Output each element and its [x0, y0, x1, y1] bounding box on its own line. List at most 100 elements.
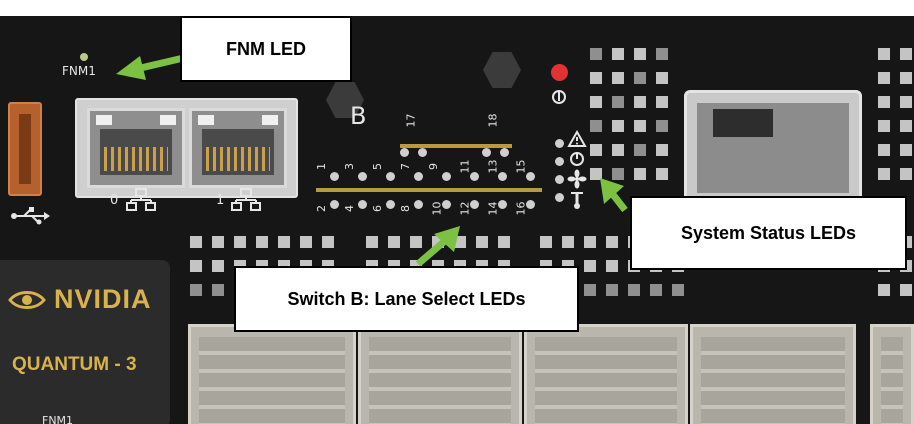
led-pad: [634, 120, 646, 132]
led-pad: [562, 236, 574, 248]
fnm-led: [80, 53, 88, 61]
lane-led: [414, 172, 423, 181]
led-pad: [634, 144, 646, 156]
qsfp-cage: [358, 324, 522, 424]
led-pad: [656, 96, 668, 108]
lane-led: [330, 172, 339, 181]
lane-led: [442, 172, 451, 181]
lane-led: [526, 200, 535, 209]
nvidia-logo-tile: NVIDIA QUANTUM - 3: [0, 260, 170, 424]
network-icon: [231, 188, 261, 211]
led-pad: [606, 236, 618, 248]
led-pad: [606, 284, 618, 296]
led-pad: [634, 168, 646, 180]
lane-led: [386, 200, 395, 209]
led-pad: [672, 284, 684, 296]
lane-led: [498, 200, 507, 209]
qsfp-cage: [870, 324, 914, 424]
led-pad: [612, 48, 624, 60]
callout-fnm-led: FNM LED: [180, 16, 352, 82]
led-pad: [388, 236, 400, 248]
lane-led: [470, 200, 479, 209]
led-pad: [410, 236, 422, 248]
lane-led: [330, 200, 339, 209]
standoff: [326, 82, 364, 118]
switch-letter: B: [350, 102, 367, 130]
thermometer-icon: [571, 192, 583, 209]
led-pad: [212, 236, 224, 248]
status-led: [555, 175, 564, 184]
lane-led: [442, 200, 451, 209]
usb-icon: [11, 207, 50, 225]
led-pad: [612, 120, 624, 132]
led-pad: [498, 236, 510, 248]
status-led: [555, 157, 564, 166]
qsfp-cage: [188, 324, 356, 424]
mgmt-port-1: [189, 108, 287, 188]
lane-led: [400, 148, 409, 157]
gold-trace: [400, 144, 512, 148]
led-pad: [656, 144, 668, 156]
osfp-cage: [684, 90, 862, 206]
fault-led: [551, 64, 568, 81]
led-pad: [590, 96, 602, 108]
power-icon: [570, 152, 584, 166]
led-pad: [656, 168, 668, 180]
led-pad: [612, 96, 624, 108]
brand: NVIDIA: [8, 284, 152, 315]
status-led: [555, 139, 564, 148]
gold-trace: [316, 188, 542, 192]
callout-lane-select: Switch B: Lane Select LEDs: [234, 266, 579, 332]
brand-name: NVIDIA: [54, 284, 152, 314]
led-pad: [878, 284, 890, 296]
led-pad: [878, 72, 890, 84]
led-pad: [234, 236, 246, 248]
led-pad: [634, 72, 646, 84]
led-pad: [584, 260, 596, 272]
lane-led: [358, 200, 367, 209]
led-pad: [900, 120, 912, 132]
lane-led: [414, 200, 423, 209]
led-pad: [256, 236, 268, 248]
port-1-label: 1: [216, 193, 225, 208]
fnm-led-label: FNM1: [62, 64, 96, 78]
led-pad: [590, 120, 602, 132]
lane-led: [358, 172, 367, 181]
led-pad: [190, 236, 202, 248]
led-pad: [212, 260, 224, 272]
bottom-fnm-label: FNM1: [42, 414, 74, 424]
led-pad: [656, 120, 668, 132]
led-pad: [366, 236, 378, 248]
led-pad: [212, 284, 224, 296]
usb-port: [8, 102, 42, 196]
management-ports: [75, 98, 298, 198]
led-pad: [606, 260, 618, 272]
port-0-label: 0: [110, 193, 119, 208]
network-icon: [126, 188, 156, 211]
lane-led: [526, 172, 535, 181]
lane-led: [470, 172, 479, 181]
led-pad: [900, 48, 912, 60]
led-pad: [634, 96, 646, 108]
reset-icon: [552, 90, 566, 104]
led-pad: [322, 236, 334, 248]
qsfp-cage: [524, 324, 688, 424]
lane-led: [482, 148, 491, 157]
led-pad: [634, 48, 646, 60]
led-pad: [590, 72, 602, 84]
led-pad: [190, 260, 202, 272]
led-pad: [590, 48, 602, 60]
led-pad: [878, 144, 890, 156]
led-pad: [650, 284, 662, 296]
led-pad: [590, 144, 602, 156]
led-pad: [612, 168, 624, 180]
led-pad: [900, 96, 912, 108]
product-name: QUANTUM - 3: [12, 354, 137, 375]
led-pad: [590, 168, 602, 180]
led-pad: [878, 96, 890, 108]
nvidia-eye-icon: [8, 290, 46, 309]
led-pad: [878, 48, 890, 60]
led-pad: [300, 236, 312, 248]
led-pad: [612, 72, 624, 84]
